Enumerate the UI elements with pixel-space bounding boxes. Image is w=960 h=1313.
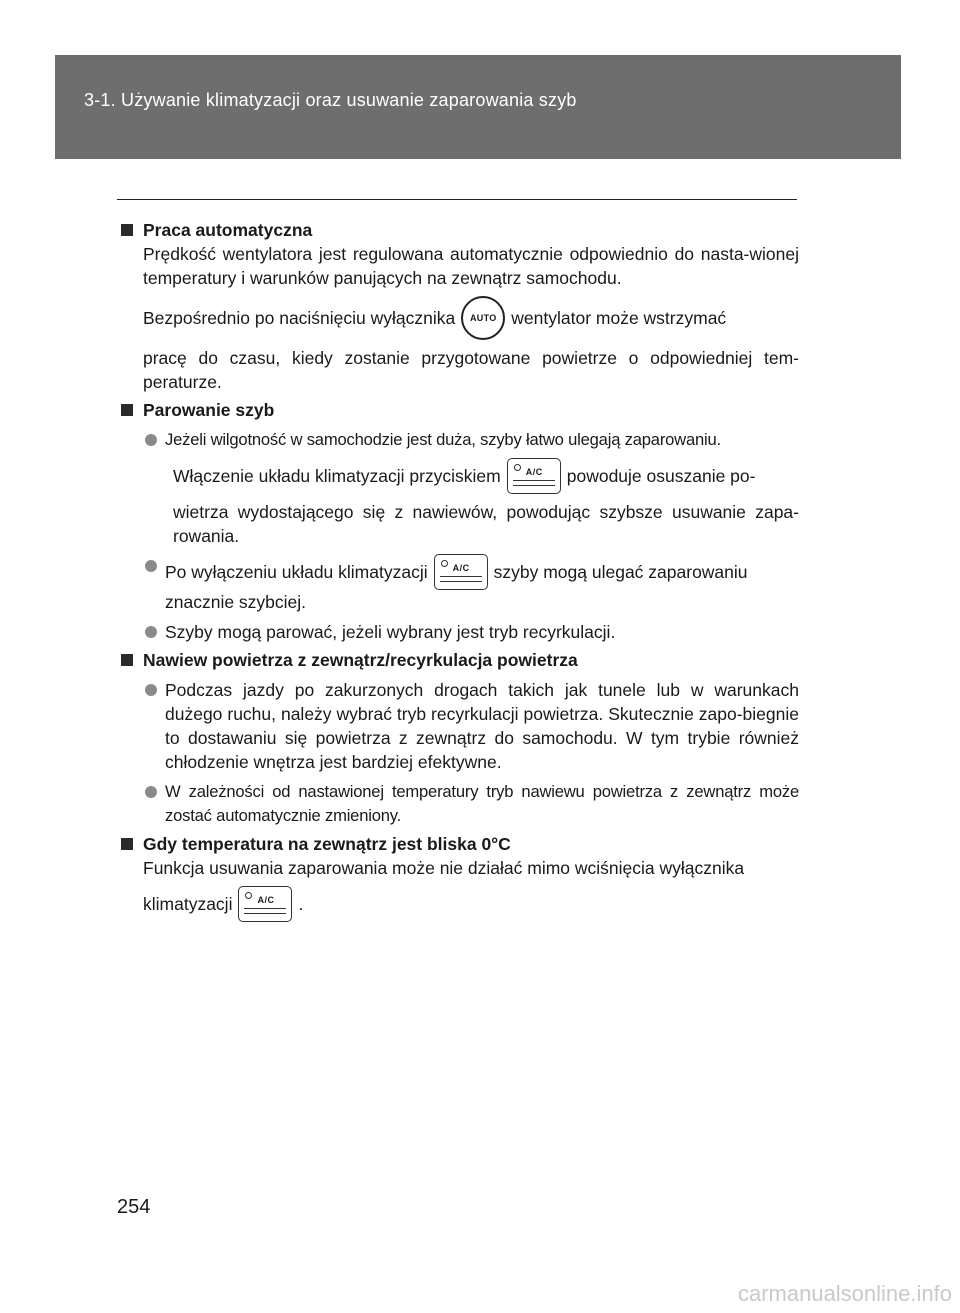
section-cold: Gdy temperatura na zewnątrz jest bliska … bbox=[119, 832, 799, 922]
round-bullet-icon bbox=[145, 434, 157, 446]
chapter-title: 3-1. Używanie klimatyzacji oraz usuwanie… bbox=[84, 90, 577, 110]
page-content: Praca automatyczna Prędkość wentylatora … bbox=[119, 218, 799, 922]
ac-button-icon: A/C bbox=[433, 554, 488, 590]
round-bullet-icon bbox=[145, 560, 157, 572]
section-fogging: Parowanie szyb Jeżeli wilgotność w samoc… bbox=[119, 398, 799, 644]
ac-button-icon: A/C bbox=[238, 886, 293, 922]
paragraph-with-icon: Włączenie układu klimatyzacji przyciskie… bbox=[119, 458, 799, 494]
divider bbox=[117, 199, 797, 200]
section-recirculation: Nawiew powietrza z zewnątrz/recyrkulacja… bbox=[119, 648, 799, 828]
page-header: 3-1. Używanie klimatyzacji oraz usuwanie… bbox=[55, 55, 901, 159]
list-item: Po wyłączeniu układu klimatyzacji A/C sz… bbox=[119, 554, 799, 590]
paragraph-with-icon: klimatyzacji A/C . bbox=[119, 886, 799, 922]
ac-button-icon: A/C bbox=[506, 458, 561, 494]
paragraph: znacznie szybciej. bbox=[165, 592, 307, 612]
list-item: Jeżeli wilgotność w samochodzie jest duż… bbox=[119, 428, 799, 452]
section-auto: Praca automatyczna Prędkość wentylatora … bbox=[119, 218, 799, 394]
list-item: Szyby mogą parować, jeżeli wybrany jest … bbox=[119, 620, 799, 644]
square-bullet-icon bbox=[121, 654, 133, 666]
page-number: 254 bbox=[117, 1196, 151, 1218]
round-bullet-icon bbox=[145, 786, 157, 798]
paragraph: pracę do czasu, kiedy zostanie przygotow… bbox=[143, 348, 799, 392]
square-bullet-icon bbox=[121, 404, 133, 416]
watermark: carmanualsonline.info bbox=[737, 1281, 952, 1306]
paragraph: wietrza wydostającego się z nawiewów, po… bbox=[173, 502, 799, 546]
round-bullet-icon bbox=[145, 626, 157, 638]
round-bullet-icon bbox=[145, 684, 157, 696]
section-heading: Praca automatyczna bbox=[119, 218, 799, 242]
section-heading: Gdy temperatura na zewnątrz jest bliska … bbox=[119, 832, 799, 856]
paragraph-with-icon: Bezpośrednio po naciśnięciu wyłącznika A… bbox=[119, 296, 799, 340]
square-bullet-icon bbox=[121, 838, 133, 850]
section-heading: Nawiew powietrza z zewnątrz/recyrkulacja… bbox=[119, 648, 799, 672]
section-heading: Parowanie szyb bbox=[119, 398, 799, 422]
auto-button-icon: AUTO bbox=[461, 296, 506, 340]
list-item: W zależności od nastawionej temperatury … bbox=[119, 780, 799, 828]
paragraph: Funkcja usuwania zaparowania może nie dz… bbox=[143, 858, 745, 878]
list-item: Podczas jazdy po zakurzonych drogach tak… bbox=[119, 678, 799, 774]
square-bullet-icon bbox=[121, 224, 133, 236]
paragraph: Prędkość wentylatora jest regulowana aut… bbox=[143, 244, 799, 288]
